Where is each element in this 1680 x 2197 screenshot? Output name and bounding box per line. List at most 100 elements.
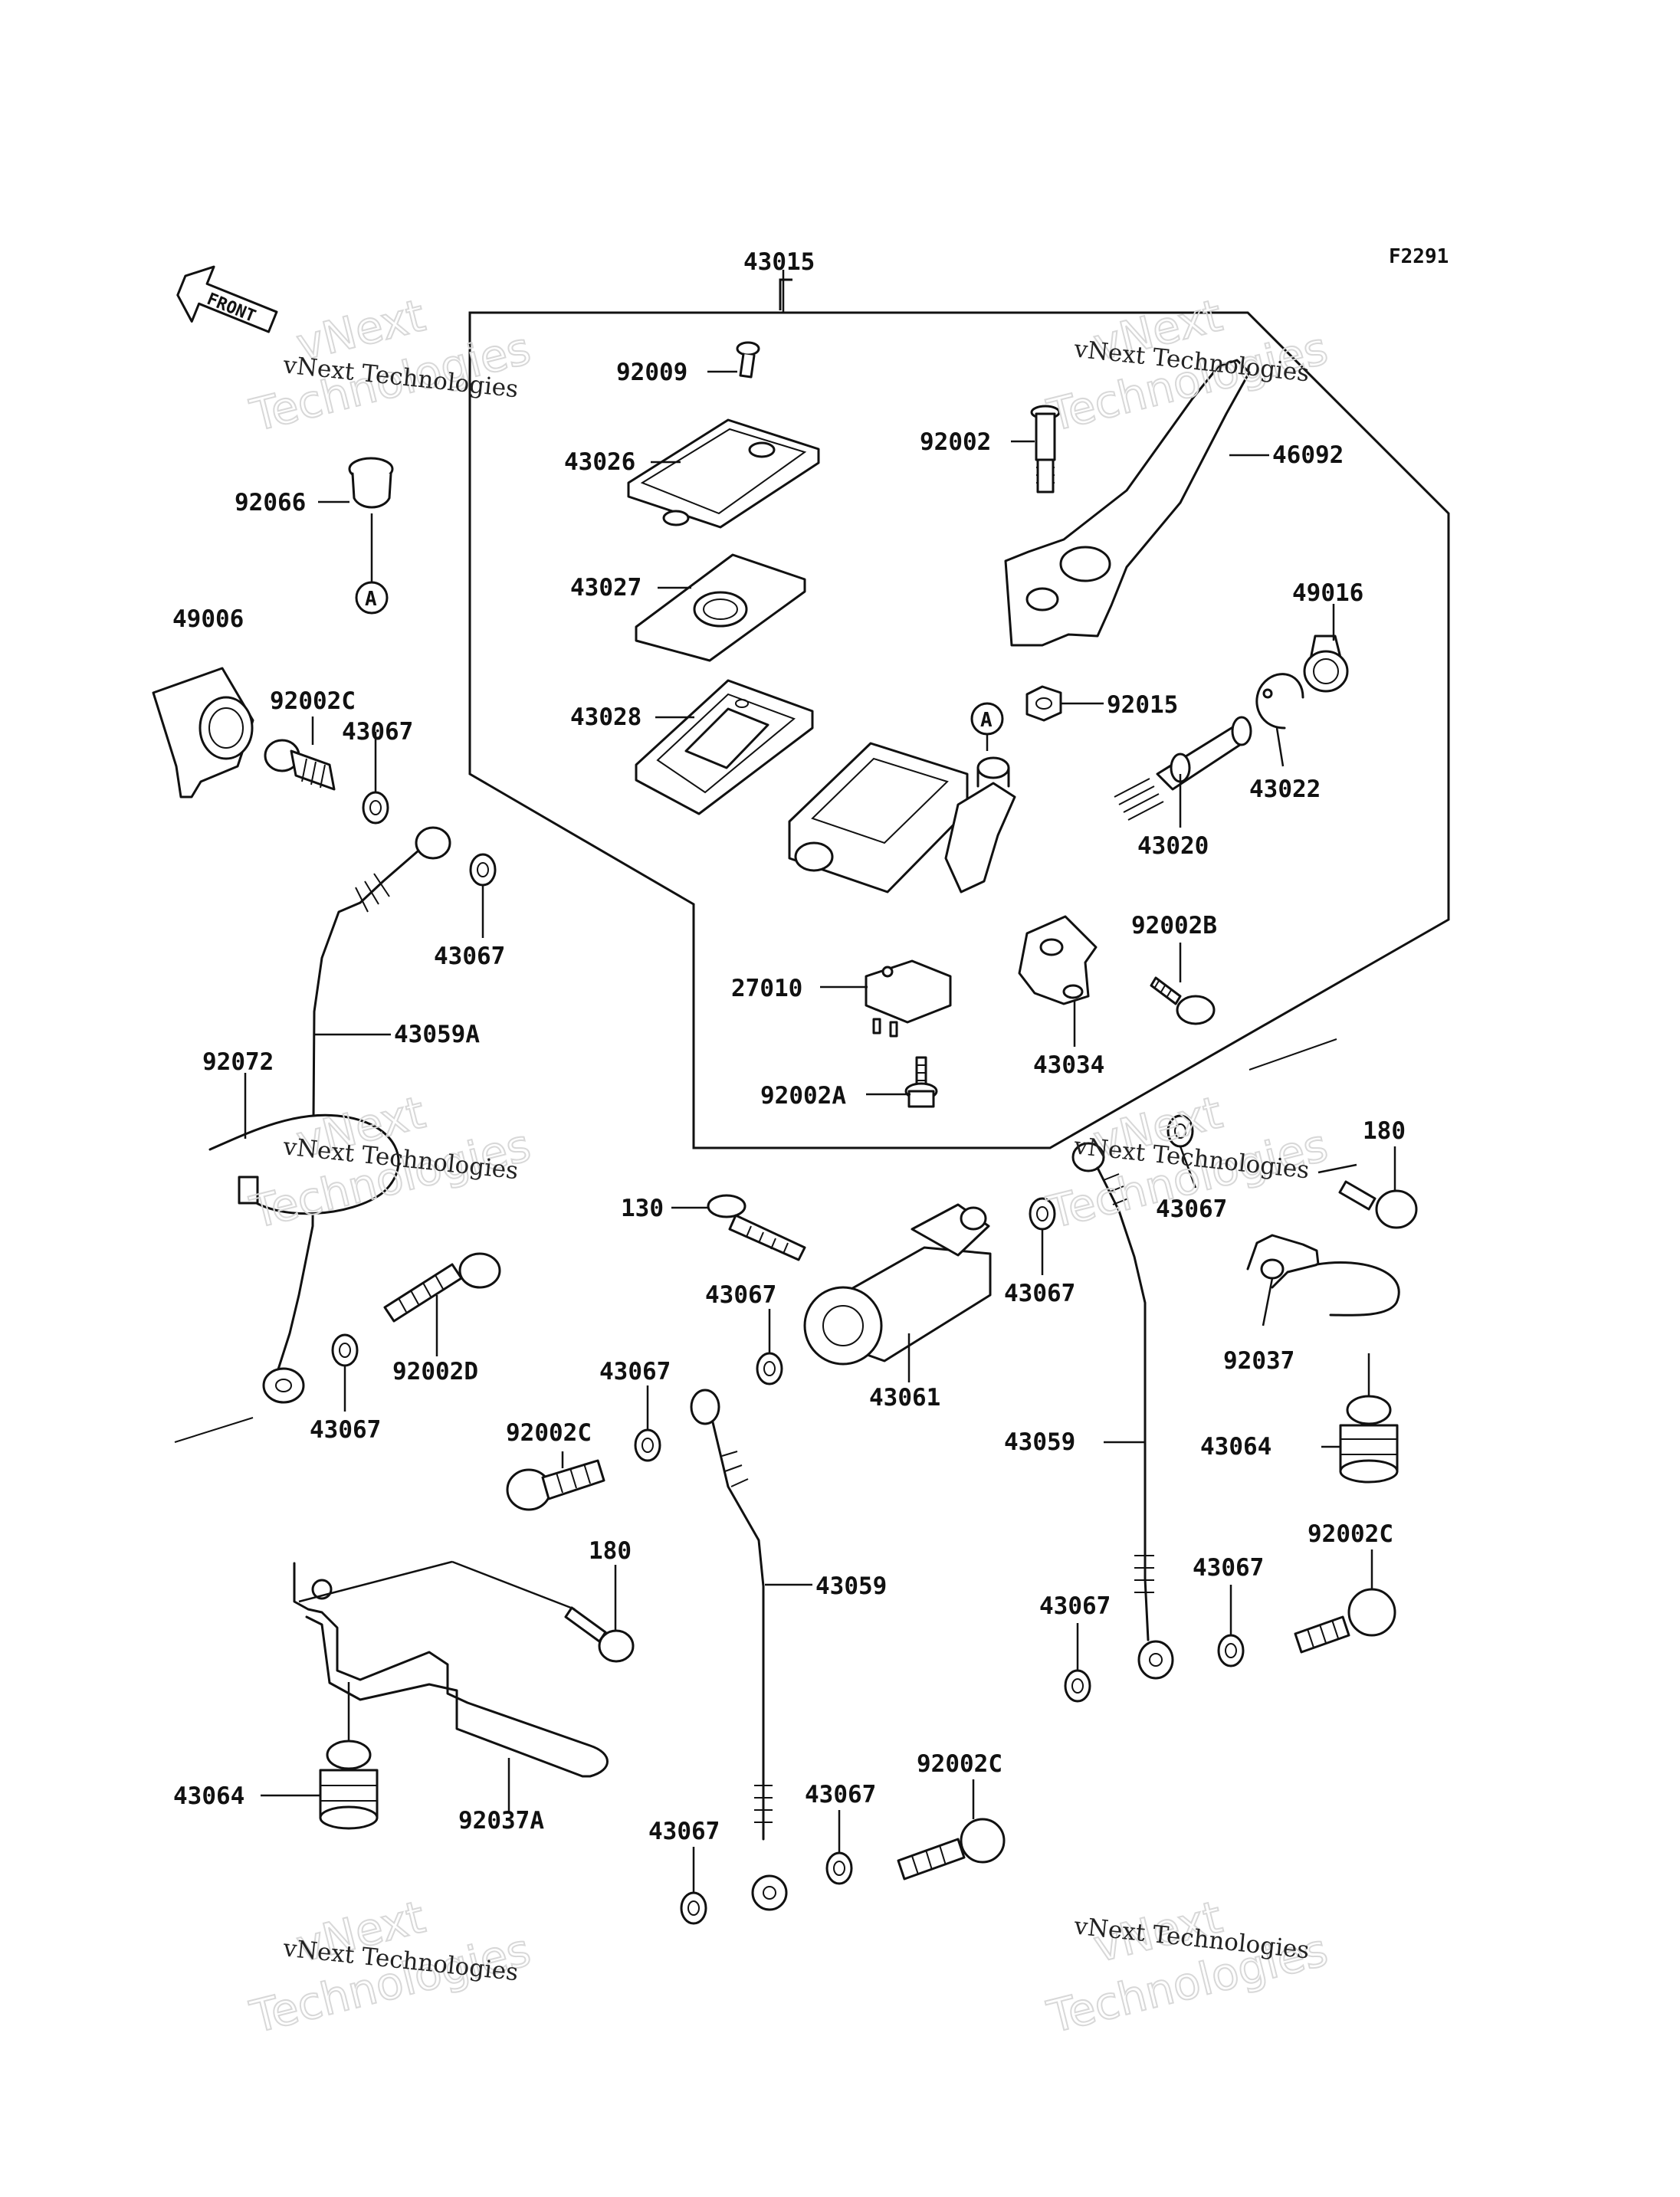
washer-43067 [331, 1333, 359, 1367]
nut-92015 [1025, 685, 1062, 722]
part-label: 43067 [805, 1781, 876, 1808]
grommet-43064-b [1339, 1395, 1399, 1484]
part-label: 43067 [342, 718, 413, 746]
part-label: 92002D [392, 1358, 478, 1385]
banjo-bolt-92002c-a [264, 739, 336, 791]
svg-text:A: A [980, 709, 993, 732]
part-label: 180 [1363, 1117, 1406, 1145]
part-label: 43064 [1200, 1433, 1271, 1461]
hose-clamp-92072 [208, 1113, 400, 1215]
part-label: 43067 [1156, 1195, 1227, 1223]
part-label: 43015 [743, 248, 815, 276]
clamp-43034 [1018, 915, 1098, 1005]
part-label: 92002A [760, 1082, 846, 1110]
washer-43067 [362, 791, 389, 825]
part-label: 43067 [648, 1818, 720, 1845]
dust-boot-49016 [1303, 635, 1349, 693]
part-label: 27010 [731, 975, 802, 1002]
part-label: 43067 [310, 1416, 381, 1444]
part-label: 43027 [570, 574, 641, 602]
part-label: 43034 [1033, 1051, 1104, 1079]
break-line-right [1249, 1038, 1337, 1071]
part-label: 43020 [1137, 832, 1209, 860]
part-label: 43059A [394, 1021, 480, 1048]
master-cylinder-assembly-box [468, 270, 1450, 1149]
part-label: 43028 [570, 703, 641, 731]
part-label: 43067 [1004, 1280, 1075, 1307]
screw-92009 [736, 341, 760, 379]
part-label: 43026 [564, 448, 635, 476]
part-label: 92002 [920, 428, 991, 456]
part-label: 49016 [1292, 579, 1363, 607]
washer-43067 [469, 853, 497, 887]
part-label: 43061 [869, 1384, 940, 1412]
part-label: 43067 [1039, 1592, 1111, 1620]
brake-hose-43059-a [690, 1389, 788, 1911]
part-label: 92015 [1107, 691, 1178, 719]
bolt-180-a [564, 1606, 635, 1663]
banjo-bolt-92002c-c [897, 1818, 1006, 1881]
part-label: 92072 [202, 1048, 274, 1076]
callout-a-left: A [355, 581, 389, 615]
part-label: 43059 [1004, 1428, 1075, 1456]
part-label: 92009 [616, 359, 687, 386]
part-label: 49006 [172, 605, 244, 633]
bracket-92037a [293, 1562, 609, 1778]
part-label: 43064 [173, 1782, 244, 1810]
cylinder-43061 [803, 1203, 992, 1366]
bracket-92037 [1246, 1234, 1400, 1317]
part-label: 92002C [917, 1750, 1002, 1778]
banjo-bolt-92002c-b [506, 1459, 605, 1511]
diaphragm-43028 [635, 679, 814, 815]
screw-92002a [904, 1056, 938, 1108]
part-labels: 43015 92009 43026 43027 43028 92002 4609… [172, 248, 1406, 1845]
part-label: 92002B [1131, 912, 1217, 939]
brake-switch-27010 [865, 959, 952, 1038]
part-label: 92037 [1223, 1347, 1294, 1375]
pivot-bolt-92002 [1030, 405, 1061, 494]
washer-43067 [1029, 1197, 1056, 1231]
part-label: 92066 [235, 489, 306, 516]
piston-43020 [1114, 716, 1252, 821]
bolt-92002b [1150, 976, 1216, 1025]
brake-hose-43059-b [1071, 1142, 1174, 1680]
front-arrow-icon: FRONT [176, 265, 278, 333]
washer-43067 [825, 1851, 853, 1885]
brake-lever-46092 [1004, 359, 1251, 647]
callout-a-body: A [970, 702, 1004, 736]
washer-43067 [1064, 1669, 1091, 1703]
washer-43067 [634, 1428, 661, 1462]
banjo-bolt-92002c-d [1294, 1588, 1396, 1654]
part-label: 43067 [434, 943, 505, 970]
washer-43067 [1217, 1634, 1245, 1667]
part-label: 43067 [705, 1281, 776, 1309]
svg-text:A: A [365, 588, 377, 611]
part-label: 130 [621, 1195, 664, 1222]
part-label: 92002C [1308, 1520, 1393, 1548]
brake-hose-43059a [262, 826, 451, 1404]
part-label: 180 [589, 1537, 632, 1565]
part-label: 43022 [1249, 776, 1321, 803]
circlip-43022 [1255, 673, 1304, 730]
part-label: 92037A [458, 1807, 544, 1835]
cap-92066 [348, 457, 394, 509]
page-code: F2291 [1389, 245, 1449, 268]
master-cylinder-body [788, 742, 1016, 894]
leader-lines [244, 370, 1396, 1893]
reservoir-cap-43026 [627, 418, 820, 529]
diaphragm-plate-43027 [635, 553, 806, 662]
washer-43067 [756, 1352, 783, 1385]
banjo-bolt-92002d [383, 1252, 501, 1323]
bolt-180-b [1338, 1180, 1418, 1229]
watermark-top-left: vNext Technologies [244, 288, 536, 442]
bolt-130 [707, 1194, 806, 1261]
grommet-43064-a [319, 1740, 379, 1830]
part-label: 92002C [506, 1419, 592, 1447]
part-label: 92002C [270, 687, 356, 715]
washer-43067 [680, 1891, 707, 1925]
part-label: 43067 [599, 1358, 671, 1385]
part-label: 46092 [1272, 441, 1344, 469]
boot-49006 [152, 667, 254, 798]
break-line-left [174, 1417, 254, 1443]
